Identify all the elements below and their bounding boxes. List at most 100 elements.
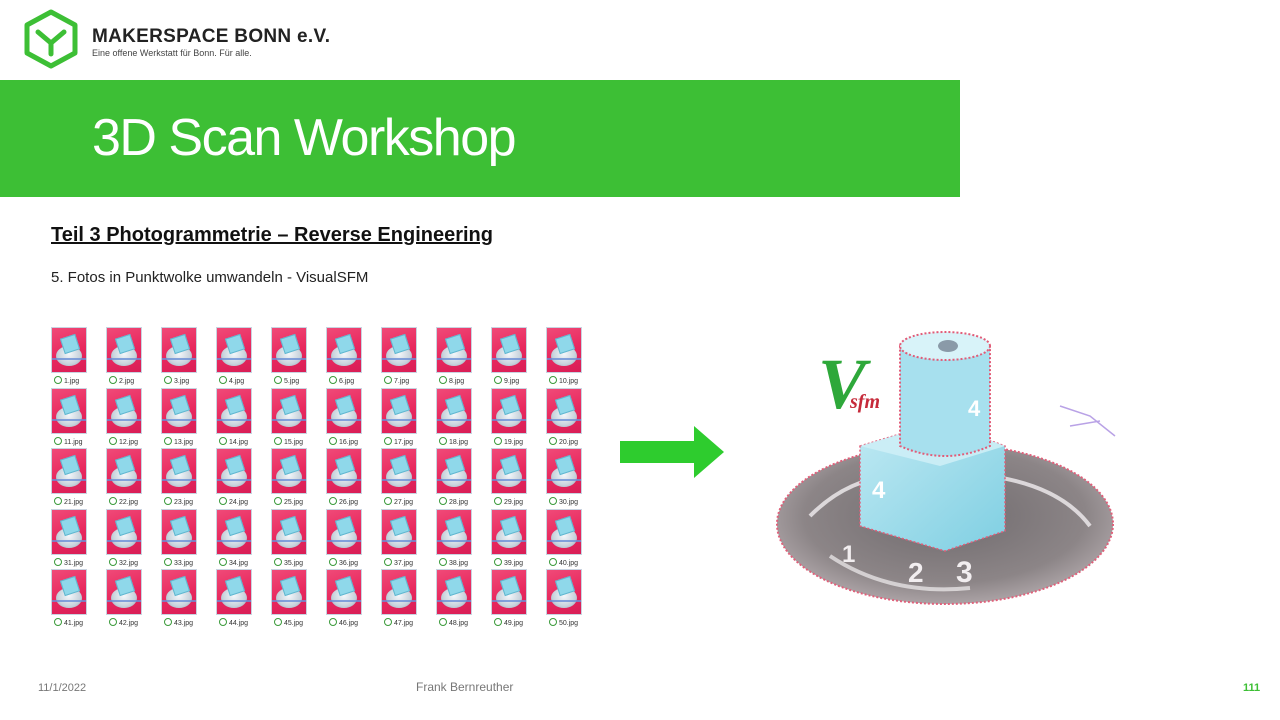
photo-filename-text: 22.jpg: [119, 499, 139, 506]
photo-filename-text: 38.jpg: [449, 559, 469, 567]
photo-filename-text: 31.jpg: [64, 559, 84, 567]
photo-thumbnail[interactable]: 19.jpg: [488, 387, 543, 447]
check-circle-icon: [329, 497, 337, 505]
photo-thumbnail[interactable]: 45.jpg: [268, 568, 323, 628]
photo-thumbnail[interactable]: 20.jpg: [543, 387, 598, 447]
photo-filename-text: 8.jpg: [449, 378, 465, 385]
photo-thumbnail[interactable]: 6.jpg: [323, 326, 378, 386]
photo-thumbnail[interactable]: 4.jpg: [213, 326, 268, 386]
photo-thumbnail[interactable]: 36.jpg: [323, 508, 378, 568]
photo-thumbnail[interactable]: 26.jpg: [323, 447, 378, 507]
photo-thumbnail[interactable]: 5.jpg: [268, 326, 323, 386]
cloud-digit: 2: [908, 557, 924, 588]
photo-filename-text: 16.jpg: [339, 438, 359, 446]
photo-preview: [381, 448, 417, 494]
photo-thumbnail[interactable]: 46.jpg: [323, 568, 378, 628]
photo-thumbnail[interactable]: 49.jpg: [488, 568, 543, 628]
photo-thumbnail[interactable]: 38.jpg: [433, 508, 488, 568]
photo-preview: [51, 569, 87, 615]
photo-thumbnail[interactable]: 50.jpg: [543, 568, 598, 628]
photo-thumbnail[interactable]: 18.jpg: [433, 387, 488, 447]
photo-thumbnail[interactable]: 16.jpg: [323, 387, 378, 447]
photo-filename: 10.jpg: [549, 376, 578, 385]
photo-filename: 16.jpg: [329, 436, 359, 446]
photo-thumbnail[interactable]: 39.jpg: [488, 508, 543, 568]
photo-thumbnail[interactable]: 31.jpg: [48, 508, 103, 568]
photo-thumbnail[interactable]: 30.jpg: [543, 447, 598, 507]
check-circle-icon: [274, 618, 282, 626]
photo-thumbnail[interactable]: 32.jpg: [103, 508, 158, 568]
photo-filename: 18.jpg: [439, 436, 468, 446]
photo-preview: [161, 508, 197, 555]
photo-preview: [491, 387, 527, 434]
photo-thumbnail[interactable]: 24.jpg: [213, 447, 268, 507]
photo-thumbnail[interactable]: 37.jpg: [378, 508, 433, 568]
photo-filename-text: 19.jpg: [504, 438, 524, 446]
photo-filename: 12.jpg: [109, 436, 139, 446]
check-circle-icon: [494, 436, 502, 445]
photo-thumbnail[interactable]: 33.jpg: [158, 508, 213, 568]
photo-preview: [381, 508, 417, 555]
photo-filename-text: 42.jpg: [119, 620, 139, 627]
photo-filename-text: 3.jpg: [174, 378, 190, 385]
point-cloud-image: V sfm 4 4 3 2 1: [776, 331, 1116, 605]
photo-filename: 23.jpg: [164, 497, 193, 506]
check-circle-icon: [219, 497, 227, 505]
photo-thumbnail[interactable]: 48.jpg: [433, 568, 488, 628]
photo-thumbnail[interactable]: 35.jpg: [268, 508, 323, 568]
photo-thumbnail[interactable]: 13.jpg: [158, 387, 213, 447]
photo-filename-text: 47.jpg: [394, 620, 414, 627]
photo-thumbnail[interactable]: 7.jpg: [378, 326, 433, 386]
photo-thumbnail[interactable]: 2.jpg: [103, 326, 158, 386]
photo-thumbnail[interactable]: 3.jpg: [158, 326, 213, 386]
check-circle-icon: [219, 376, 227, 384]
photo-preview: [326, 508, 362, 555]
photo-thumbnail[interactable]: 43.jpg: [158, 568, 213, 628]
check-circle-icon: [164, 557, 172, 566]
slide-title: 3D Scan Workshop: [92, 109, 517, 167]
check-circle-icon: [274, 497, 282, 505]
photo-preview: [546, 327, 582, 373]
photo-thumbnail[interactable]: 9.jpg: [488, 326, 543, 386]
photo-thumbnail[interactable]: 12.jpg: [103, 387, 158, 447]
photo-thumbnail[interactable]: 10.jpg: [543, 326, 598, 386]
photo-filename-text: 43.jpg: [174, 620, 194, 627]
check-circle-icon: [164, 376, 172, 384]
photo-thumbnail[interactable]: 11.jpg: [48, 387, 103, 447]
check-circle-icon: [384, 497, 392, 505]
photo-filename-text: 12.jpg: [119, 438, 139, 446]
check-circle-icon: [219, 618, 227, 626]
photo-filename-text: 37.jpg: [394, 559, 414, 567]
check-circle-icon: [439, 618, 447, 626]
photo-preview: [51, 387, 87, 434]
photo-thumbnail[interactable]: 14.jpg: [213, 387, 268, 447]
photo-thumbnail[interactable]: 15.jpg: [268, 387, 323, 447]
photo-filename: 6.jpg: [329, 376, 354, 385]
photo-thumbnail[interactable]: 25.jpg: [268, 447, 323, 507]
photo-preview: [436, 327, 472, 373]
photo-thumbnail[interactable]: 34.jpg: [213, 508, 268, 568]
photo-thumbnail[interactable]: 1.jpg: [48, 326, 103, 386]
check-circle-icon: [384, 436, 392, 445]
photo-filename: 27.jpg: [384, 497, 413, 506]
photo-filename: 33.jpg: [164, 557, 193, 567]
photo-preview: [51, 448, 87, 494]
photo-thumbnail[interactable]: 23.jpg: [158, 447, 213, 507]
photo-thumbnail[interactable]: 28.jpg: [433, 447, 488, 507]
photo-preview: [216, 508, 252, 555]
photo-thumbnail[interactable]: 44.jpg: [213, 568, 268, 628]
photo-filename-text: 28.jpg: [449, 499, 469, 506]
photo-thumbnail[interactable]: 21.jpg: [48, 447, 103, 507]
photo-thumbnail[interactable]: 27.jpg: [378, 447, 433, 507]
photo-preview: [271, 387, 307, 434]
photo-thumbnail[interactable]: 42.jpg: [103, 568, 158, 628]
photo-thumbnail[interactable]: 22.jpg: [103, 447, 158, 507]
photo-preview: [491, 448, 527, 494]
photo-thumbnail[interactable]: 17.jpg: [378, 387, 433, 447]
photo-thumbnail[interactable]: 47.jpg: [378, 568, 433, 628]
photo-thumbnail[interactable]: 8.jpg: [433, 326, 488, 386]
photo-preview: [381, 387, 417, 434]
photo-thumbnail[interactable]: 41.jpg: [48, 568, 103, 628]
photo-thumbnail[interactable]: 29.jpg: [488, 447, 543, 507]
photo-thumbnail[interactable]: 40.jpg: [543, 508, 598, 568]
